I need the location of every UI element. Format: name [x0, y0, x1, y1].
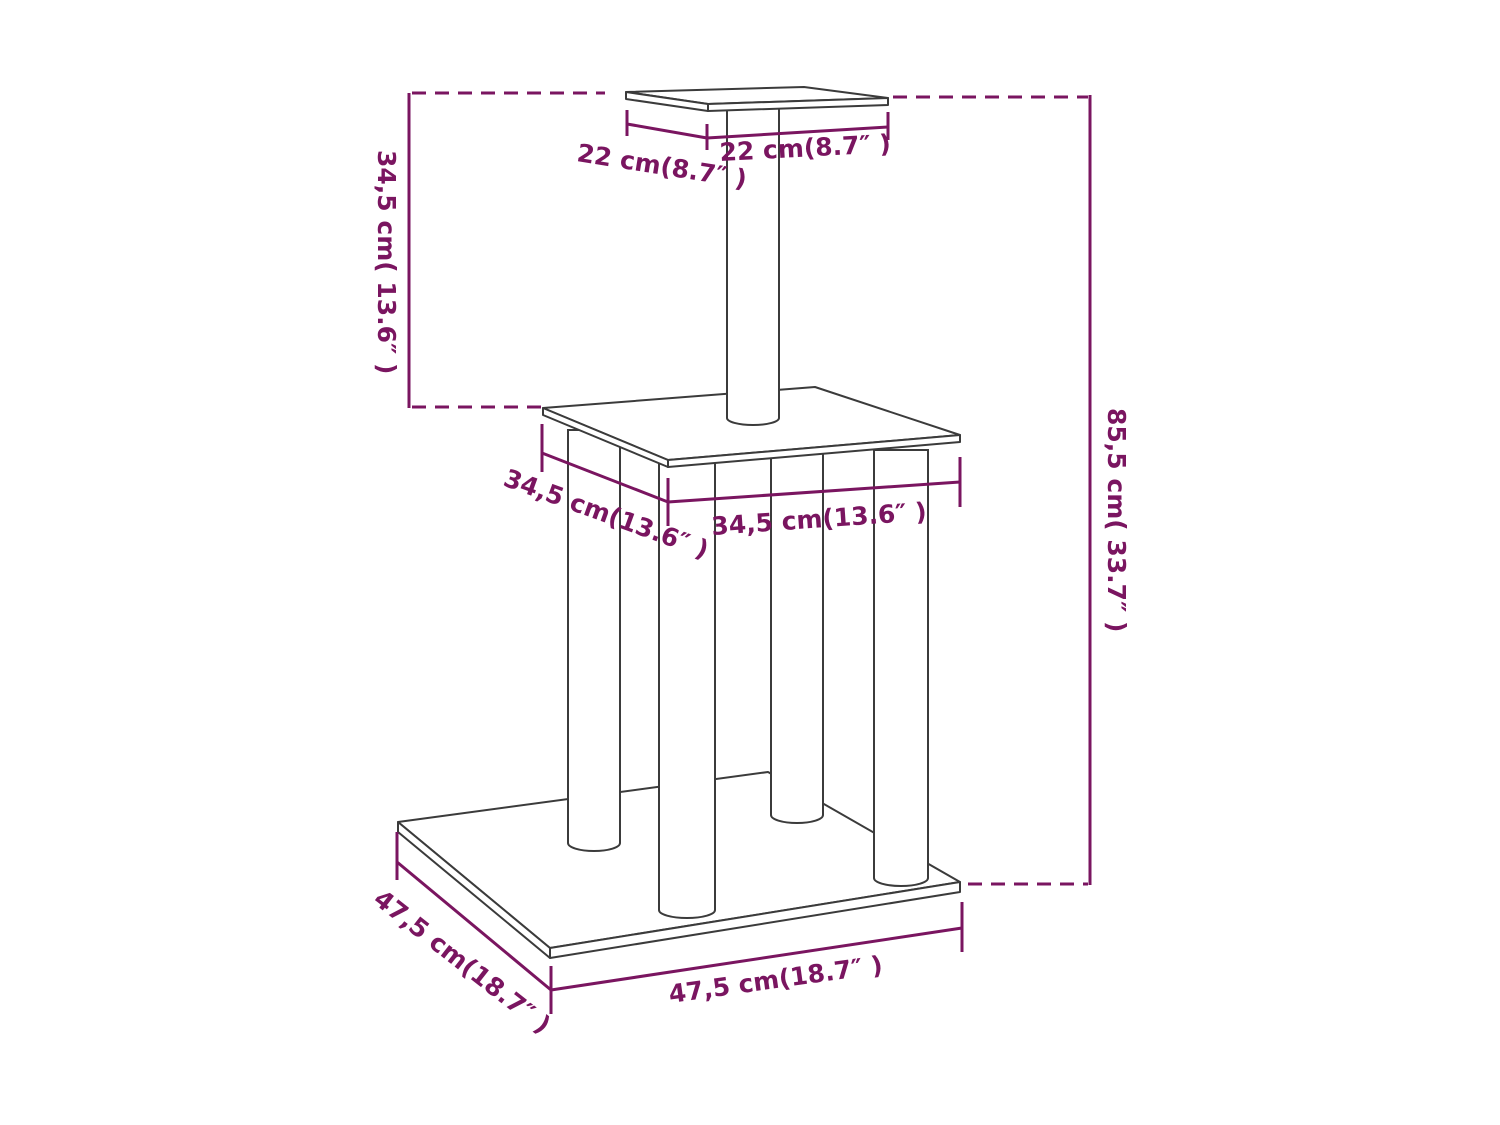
- base-depth-line: [396, 860, 552, 992]
- post-back-right: [770, 439, 824, 824]
- base-width-line: [550, 926, 963, 992]
- post-back-left: [567, 429, 621, 852]
- middle-width-line: [667, 480, 961, 504]
- middle-depth-line: [541, 451, 669, 504]
- top-width-line: [706, 125, 889, 140]
- dimension-lines: [395, 91, 1092, 1014]
- top-platform: [625, 86, 889, 112]
- label-base-width: 47,5 cm(18.7″ ): [667, 950, 885, 1009]
- label-upper-section-height: 34,5 cm( 13.6″ ): [372, 150, 401, 374]
- post-front-left: [658, 459, 716, 919]
- post-top: [726, 107, 780, 426]
- top-depth-line: [626, 122, 708, 140]
- post-front-right: [873, 449, 929, 887]
- label-total-height: 85,5 cm( 33.7″ ): [1102, 408, 1131, 632]
